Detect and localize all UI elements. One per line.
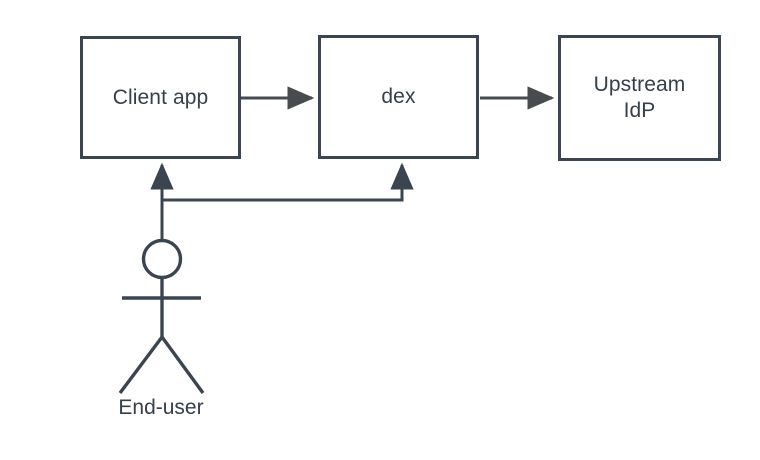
edge-end-user-to-dex (162, 162, 414, 202)
stick-figure-right-leg-icon (160, 335, 205, 395)
node-client-app-label: Client app (112, 85, 209, 109)
node-upstream-idp[interactable]: Upstream IdP (558, 35, 721, 161)
node-dex-label: dex (381, 85, 416, 108)
node-upstream-idp-label: Upstream IdP (593, 73, 686, 122)
node-dex[interactable]: dex (318, 35, 479, 159)
stick-figure-left-leg-icon (118, 335, 164, 395)
node-client-app[interactable]: Client app (80, 36, 241, 159)
stick-figure-head-icon (141, 238, 183, 280)
actor-end-user-label: End-user (118, 396, 204, 419)
